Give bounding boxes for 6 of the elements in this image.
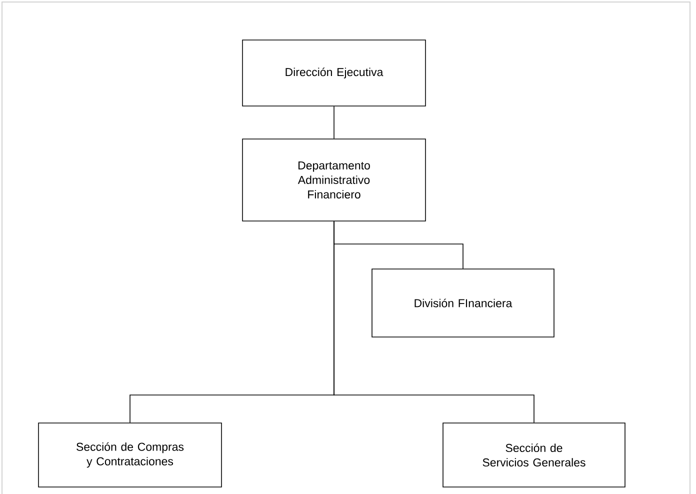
org-box: Departamento Administrativo Financiero — [242, 138, 426, 222]
connector-line — [334, 220, 534, 423]
org-box: Dirección Ejecutiva — [242, 40, 426, 106]
org-box: División FInanciera — [372, 268, 554, 338]
org-box: Sección de Compras y Contrataciones — [38, 422, 222, 488]
org-box: Sección de Servicios Generales — [442, 422, 626, 488]
